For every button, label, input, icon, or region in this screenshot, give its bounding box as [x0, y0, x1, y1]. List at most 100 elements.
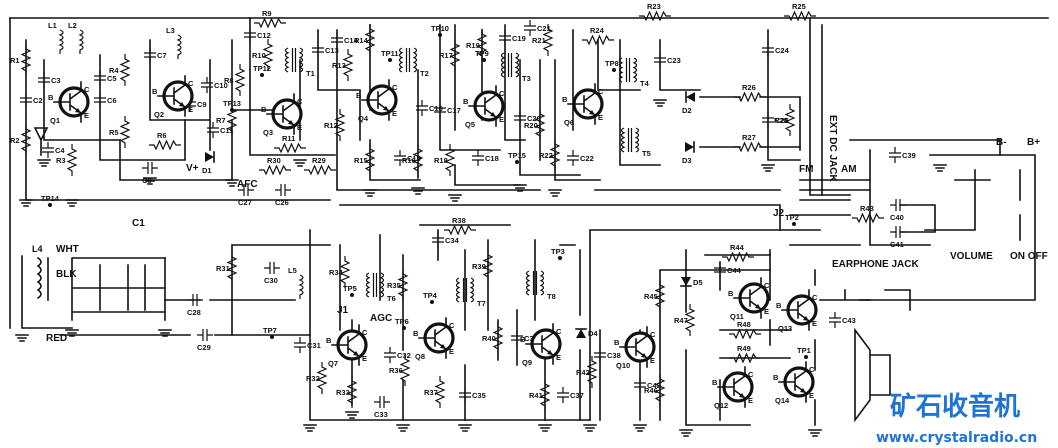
capacitor-c35: C35	[459, 387, 486, 403]
capacitor-plates	[275, 184, 291, 196]
resistor-zigzag	[20, 44, 32, 76]
label-j1: J1	[337, 305, 349, 316]
test-point-label: TP6	[395, 317, 409, 326]
resistor-zigzag	[20, 124, 32, 156]
transistor-base-label: B	[413, 329, 419, 338]
resistor-r40: R40	[482, 322, 504, 354]
resistor-label: R10	[252, 51, 266, 60]
transistor-leads	[468, 85, 497, 127]
resistor-label: R33	[336, 388, 350, 397]
transformer-t4: T4	[618, 57, 650, 88]
ground-icon	[19, 199, 33, 207]
resistor-zigzag	[444, 144, 456, 176]
transformer-t6: T6	[365, 272, 396, 303]
transistor-label: Q2	[154, 110, 164, 119]
capacitor-plates	[472, 150, 484, 166]
resistor-r32: R32	[306, 362, 328, 394]
l4-coil: L4	[32, 244, 49, 301]
resistor-r22: R22	[539, 139, 561, 171]
resistor-label: R28	[774, 116, 788, 125]
transistor-base-label: B	[712, 378, 718, 387]
resistor-r27: R27	[734, 133, 766, 153]
ground-icon	[448, 194, 462, 202]
capacitor-c36: C36	[511, 330, 538, 346]
resistor-label: R20	[524, 121, 538, 130]
resistor-zigzag	[482, 250, 494, 282]
test-point-label: TP15	[508, 151, 526, 160]
resistor-label: R31	[216, 264, 230, 273]
test-point-label: TP13	[223, 99, 241, 108]
diode-d2: D2	[682, 91, 695, 115]
capacitor-plates	[890, 226, 906, 238]
capacitor-plates	[634, 377, 646, 393]
capacitor-c21: C21	[524, 20, 551, 36]
transformer-core	[627, 128, 633, 152]
test-point-tp3: TP3	[551, 247, 565, 260]
transformer-secondary	[539, 270, 545, 296]
ground-icon	[293, 159, 307, 167]
transformer-secondary	[412, 47, 418, 73]
resistor-label: R46	[644, 386, 658, 395]
transistor-base-label: B	[356, 91, 362, 100]
capacitor-c25: C25	[762, 112, 789, 128]
inductor-l1: L1	[48, 21, 64, 54]
ground-icon	[225, 179, 239, 187]
label-wht: WHT	[56, 244, 79, 255]
watermark-url: www.crystalradio.cn	[876, 430, 1037, 446]
capacitor-c28: C28	[187, 294, 203, 317]
capacitor-plates	[434, 102, 446, 118]
resistor-r6: R6	[149, 131, 181, 151]
resistor-r13: R13	[332, 49, 354, 81]
ground-icon	[513, 184, 527, 192]
resistor-label: R16	[402, 156, 416, 165]
label-b-minus: B-	[996, 137, 1007, 148]
capacitor-plates	[654, 52, 666, 68]
transistor-emitter-label: E	[449, 347, 454, 356]
resistor-zigzag	[412, 144, 424, 176]
capacitor-c13: C13	[312, 42, 339, 58]
test-point-dot	[260, 73, 264, 77]
capacitor-label: C35	[472, 391, 486, 400]
resistor-label: R35	[387, 281, 401, 290]
transistor-emitter-arrow	[755, 304, 761, 309]
ground-icon	[411, 187, 425, 195]
capacitor-plates	[889, 147, 901, 163]
ground-icon	[303, 424, 317, 432]
transistor-emitter-arrow	[490, 112, 496, 117]
transformer-primary	[455, 277, 461, 303]
label-ext-dc-jack: EXT DC JACK	[827, 115, 838, 182]
resistor-r24: R24	[582, 26, 614, 46]
resistor-r45: R45	[644, 280, 666, 312]
ground-icon	[363, 189, 377, 197]
test-point-tp11: TP11	[381, 49, 399, 62]
resistor-zigzag	[364, 144, 376, 176]
transformer-core	[405, 48, 411, 72]
test-point-tp14: TP14	[41, 194, 60, 207]
transistor-leads	[781, 289, 810, 331]
test-point-dot	[350, 293, 354, 297]
resistor-zigzag	[734, 141, 766, 153]
transistor-label: Q5	[465, 120, 475, 129]
capacitor-plates	[38, 72, 50, 88]
resistor-r5: R5	[109, 116, 131, 148]
transformer-t1: T1	[284, 47, 315, 78]
capacitor-c4: C4	[42, 142, 65, 158]
test-point-label: TP4	[423, 291, 438, 300]
resistor-zigzag	[397, 269, 409, 301]
transistor-leads	[525, 323, 554, 365]
capacitor-plates	[890, 199, 906, 211]
transistor-collector-label: C	[392, 83, 398, 92]
resistor-label: R42	[576, 368, 590, 377]
test-point-tp6: TP6	[395, 317, 409, 330]
resistor-label: R40	[482, 334, 496, 343]
test-point-dot	[792, 222, 796, 226]
resistor-zigzag	[119, 54, 131, 86]
capacitor-plates	[459, 387, 471, 403]
capacitor-label: C40	[890, 213, 904, 222]
resistor-r17: R17	[439, 39, 461, 71]
transistor-label: Q14	[775, 396, 790, 405]
